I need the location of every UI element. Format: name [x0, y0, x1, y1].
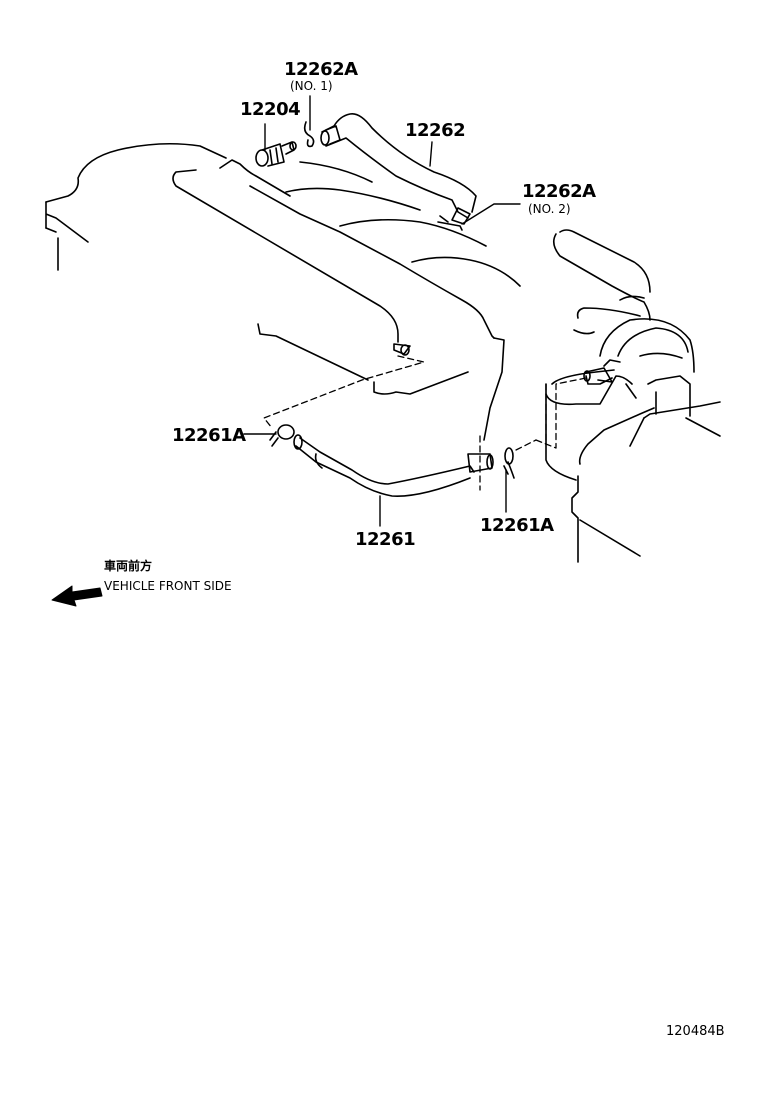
callout-12262[interactable]: 12262 [405, 120, 466, 141]
engine-outline [45, 142, 521, 441]
part-12204-pcv-valve[interactable] [255, 141, 297, 167]
callout-12261[interactable]: 12261 [355, 529, 416, 550]
part-12261-hose[interactable] [293, 434, 494, 497]
part-12262a-no2-clip[interactable] [437, 215, 463, 231]
callout-12262a-no1-note: (NO. 1) [290, 79, 333, 93]
callout-12262a-no2-note: (NO. 2) [528, 202, 571, 216]
callout-12262a-no1[interactable]: 12262A [284, 59, 358, 80]
assembly-guide-lines [263, 355, 587, 491]
direction-label-english: VEHICLE FRONT SIDE [104, 579, 232, 593]
callout-12204[interactable]: 12204 [240, 99, 301, 120]
illustration-code: 120484B [666, 1024, 725, 1039]
leader-lines [243, 95, 521, 527]
engine-right-components [545, 229, 721, 563]
callout-12261a-right[interactable]: 12261A [480, 515, 554, 536]
arrow-left-down-icon [51, 585, 103, 607]
part-12262a-no1-clip[interactable] [303, 121, 315, 148]
direction-label-japanese: 車両前方 [104, 559, 153, 573]
callout-12261a-left[interactable]: 12261A [172, 425, 246, 446]
callout-12262a-no2[interactable]: 12262A [522, 181, 596, 202]
part-12261a-clip-left[interactable] [269, 424, 295, 447]
part-12262-hose[interactable] [320, 112, 477, 225]
